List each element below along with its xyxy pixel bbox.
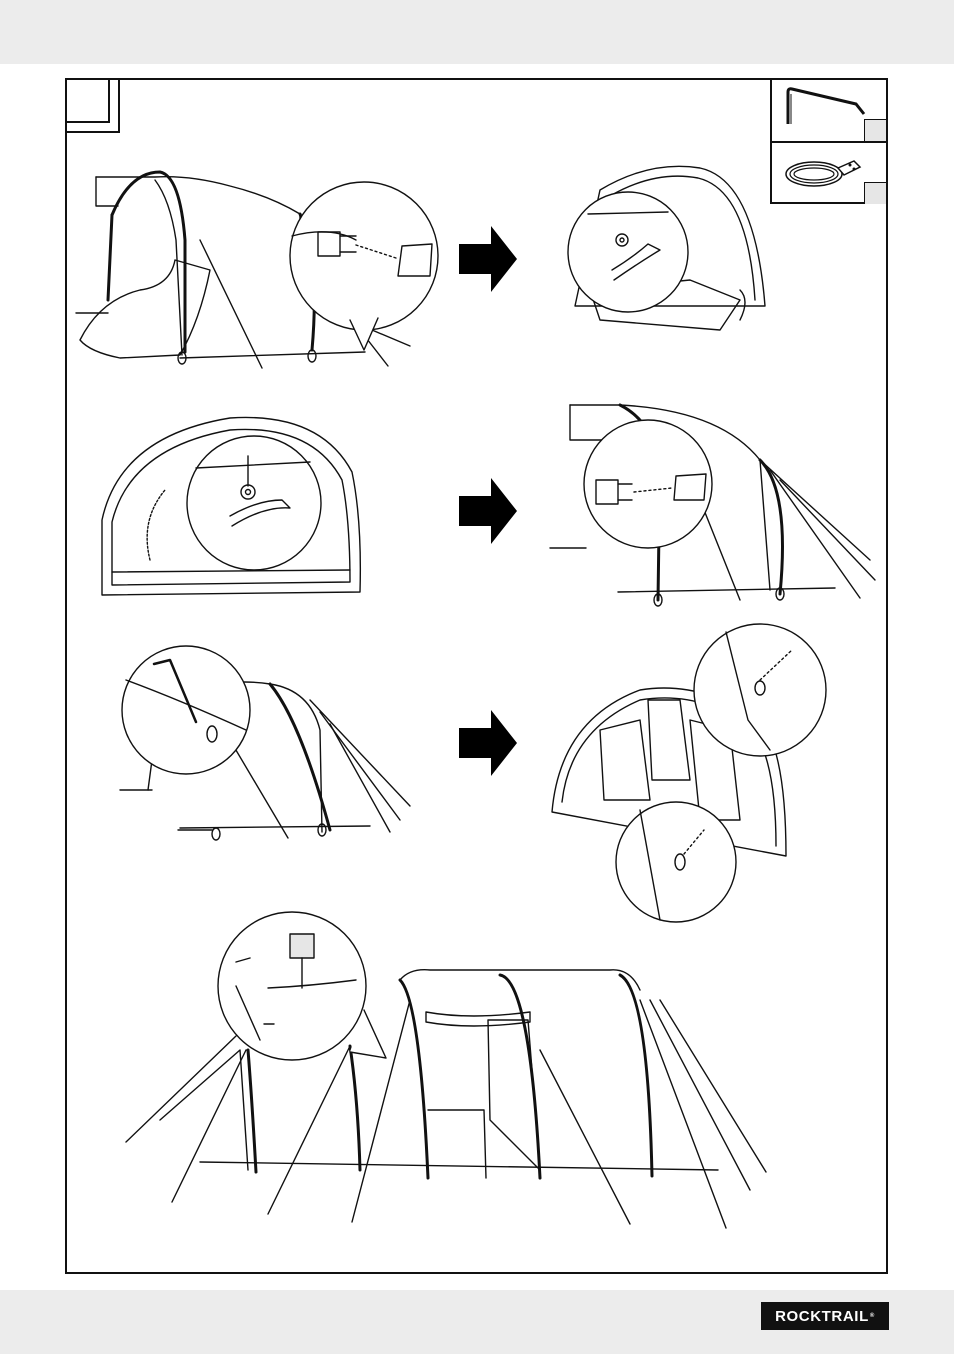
right-arrow-icon: [459, 226, 517, 292]
header-band: [0, 0, 954, 64]
brand-name: ROCKTRAIL: [775, 1307, 869, 1325]
panel-b-ring-zoom: [567, 191, 689, 313]
brand-mark: ®: [869, 1313, 875, 1319]
brand-logo: ROCKTRAIL®: [761, 1302, 889, 1330]
step-number-box-inner: [66, 79, 110, 123]
panel-c-ring-zoom: [186, 435, 322, 571]
right-arrow-icon: [459, 710, 517, 776]
parts-panel: [770, 78, 888, 204]
part-tag-2: [864, 182, 886, 204]
step-number-box: [66, 79, 120, 133]
panel-g-full-tent: [125, 969, 767, 1229]
right-arrow-icon: [459, 478, 517, 544]
panel-f-toggle-zoom-top: [693, 623, 827, 757]
guy-rope-icon: [785, 160, 862, 187]
parts-row-rope: [772, 143, 886, 204]
panel-f-toggle-zoom-bottom: [615, 801, 737, 923]
panel-e-peg-zoom: [121, 645, 251, 775]
part-tag-1: [864, 119, 886, 141]
parts-row-peg: [772, 80, 886, 143]
instruction-frame: [65, 78, 888, 1274]
panel-c-inner-tent: [101, 416, 362, 596]
tent-peg-icon: [786, 87, 866, 124]
panel-a-buckle-zoom: [289, 181, 439, 351]
panel-d-buckle-zoom: [583, 419, 713, 549]
panel-g-strap-zoom: [217, 911, 387, 1061]
